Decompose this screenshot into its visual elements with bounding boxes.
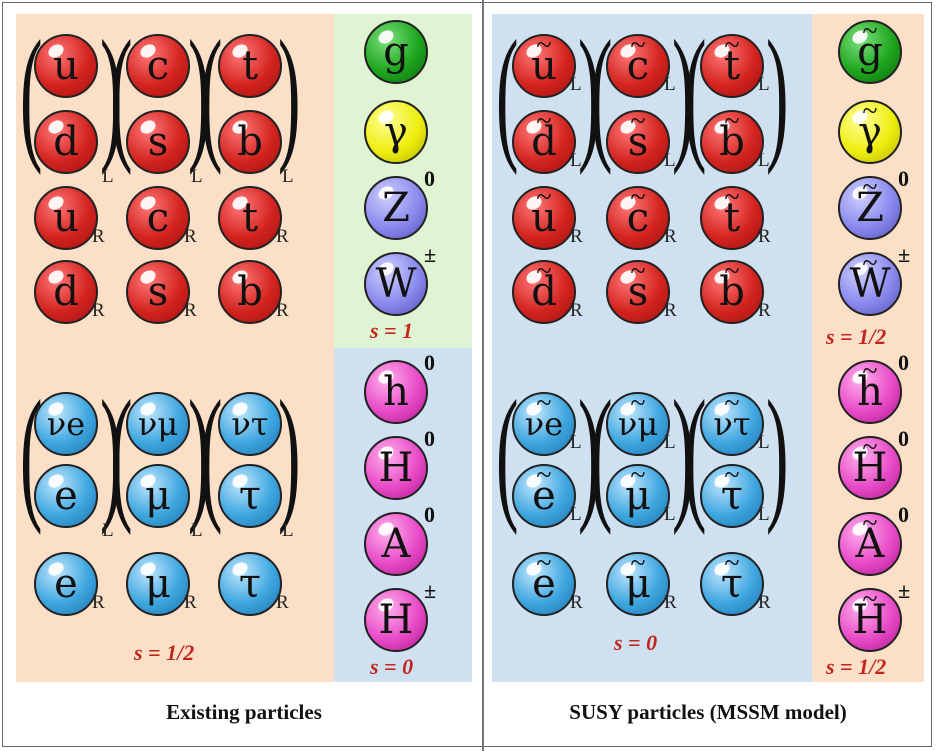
- lepton-muon: μ: [126, 464, 190, 528]
- quark-down: d: [34, 110, 98, 174]
- spin-label-gauge: s = 1: [370, 318, 414, 343]
- gluino: ~g: [838, 18, 902, 84]
- left-handed-label: L: [282, 166, 294, 187]
- right-paren: ): [188, 10, 211, 176]
- photino: ~γ: [838, 98, 902, 164]
- right-paren: ): [766, 370, 789, 536]
- higgs-charged: H±: [364, 578, 436, 652]
- right-paren: ): [578, 10, 601, 176]
- spin-label-gauginos: s = 1/2: [826, 324, 887, 349]
- left-handed-label: L: [191, 520, 203, 541]
- w-boson: W±: [364, 242, 436, 316]
- right-paren: ): [578, 370, 601, 536]
- right-paren: ): [278, 10, 301, 176]
- right-caption: SUSY particles (MSSM model): [569, 700, 847, 724]
- panel-divider: [482, 0, 484, 751]
- neutrino-muon: νμ: [126, 392, 190, 456]
- left-caption: Existing particles: [166, 700, 322, 724]
- quark-up: u: [34, 34, 98, 98]
- right-paren: ): [100, 10, 123, 176]
- spin-label-higgs: s = 0: [370, 654, 414, 679]
- right-paren: ): [672, 370, 695, 536]
- right-paren: ): [672, 10, 695, 176]
- spin-label-higgsinos: s = 1/2: [826, 654, 887, 679]
- quark-top: t: [218, 34, 282, 98]
- right-paren: ): [188, 370, 211, 536]
- left-handed-label: L: [191, 166, 203, 187]
- quark-strange: s: [126, 110, 190, 174]
- right-paren: ): [766, 10, 789, 176]
- gluon: g: [364, 20, 428, 84]
- neutrino-tau: ντ: [218, 392, 282, 456]
- wino: ~W±: [838, 242, 910, 316]
- quark-charm: c: [126, 34, 190, 98]
- photon: γ: [364, 100, 428, 164]
- left-handed-label: L: [102, 166, 114, 187]
- left-paren: (: [200, 10, 223, 176]
- lepton-tau: τ: [218, 464, 282, 528]
- right-paren: ): [100, 370, 123, 536]
- lepton-electron: e: [34, 464, 98, 528]
- quark-bottom: b: [218, 110, 282, 174]
- left-handed-label: L: [102, 520, 114, 541]
- left-handed-label: L: [282, 520, 294, 541]
- neutrino-electron: νe: [34, 392, 98, 456]
- spin-label-fermions: s = 1/2: [134, 640, 195, 665]
- left-paren: (: [200, 370, 223, 536]
- higgsino-charged: ~H±: [838, 578, 910, 652]
- spin-label-sfermions: s = 0: [614, 630, 658, 655]
- right-paren: ): [278, 370, 301, 536]
